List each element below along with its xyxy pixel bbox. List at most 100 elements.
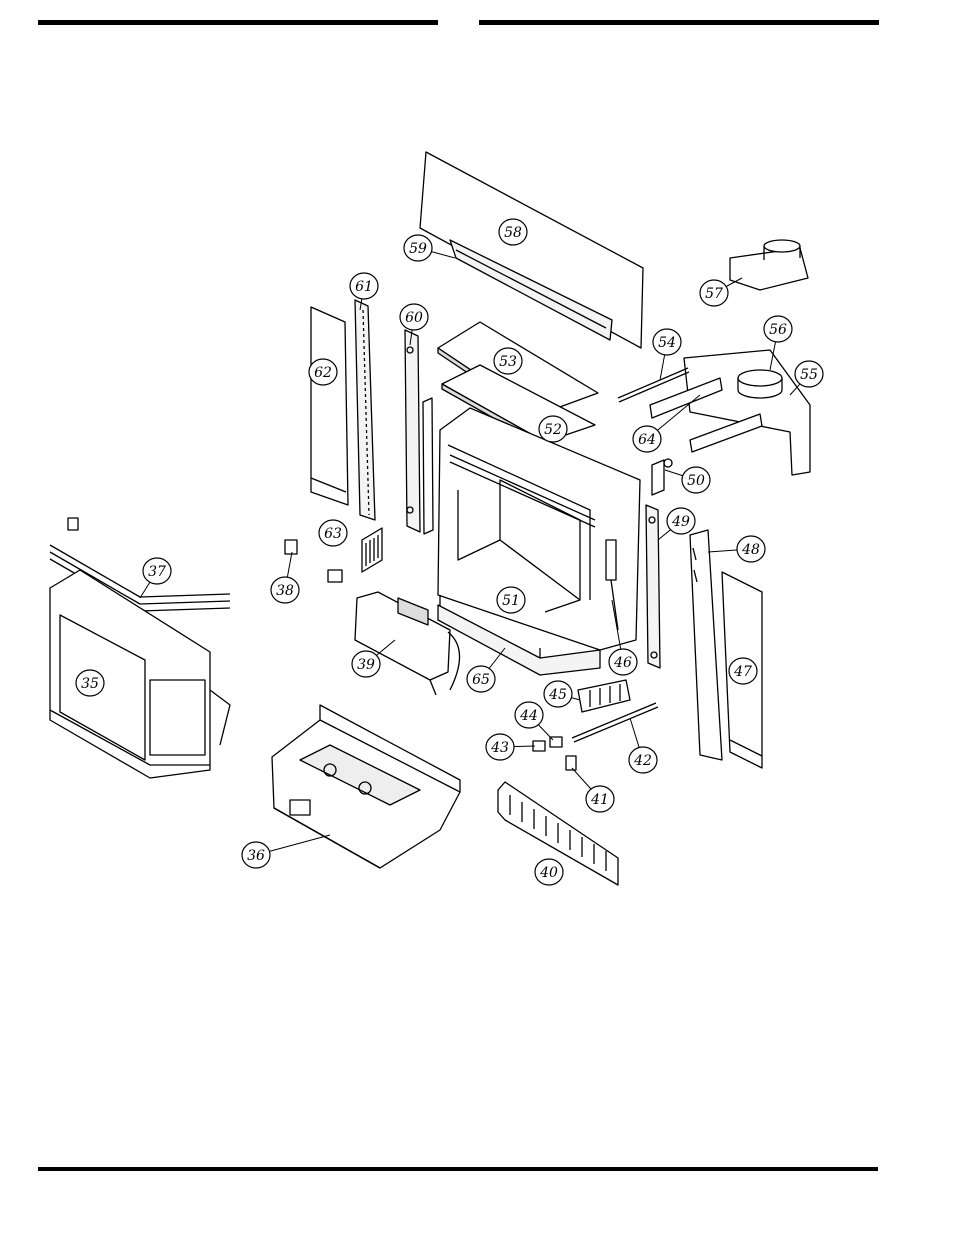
callout-circle	[534, 858, 564, 886]
callout-label: 56	[769, 322, 787, 338]
callout-label: 37	[148, 564, 166, 580]
part-50-clip	[651, 458, 673, 496]
part-35-front-surround	[49, 569, 231, 779]
part-49-bracket	[645, 504, 661, 669]
callout-65: 65	[466, 665, 496, 693]
callout-43: 43	[485, 733, 515, 761]
callout-circle	[628, 746, 658, 774]
callout-label: 35	[81, 676, 99, 692]
callout-label: 45	[548, 687, 567, 703]
part-39-blower	[354, 591, 461, 696]
callout-label: 44	[519, 708, 538, 724]
callout-42: 42	[628, 746, 658, 774]
callout-circle	[496, 586, 526, 614]
callout-circle	[351, 650, 381, 678]
callout-circle	[308, 358, 338, 386]
part-61-bracket	[354, 299, 376, 521]
callout-label: 58	[504, 225, 522, 241]
callout-circle	[493, 347, 523, 375]
part-45-louver	[577, 679, 631, 713]
callout-57: 57	[699, 279, 729, 307]
callout-circle	[270, 576, 300, 604]
callout-circle	[349, 272, 379, 300]
top-rule-left	[38, 20, 438, 25]
callout-label: 62	[314, 365, 332, 381]
callout-circle	[75, 669, 105, 697]
callout-label: 40	[539, 865, 558, 881]
callout-label: 52	[544, 422, 562, 438]
callout-label: 55	[800, 367, 818, 383]
callout-35: 35	[75, 669, 105, 697]
callout-64: 64	[632, 425, 662, 453]
callout-51: 51	[496, 586, 526, 614]
callout-circle	[794, 360, 824, 388]
callout-label: 38	[276, 583, 294, 599]
callout-circle	[585, 785, 615, 813]
callout-39: 39	[351, 650, 381, 678]
callout-circle	[318, 519, 348, 547]
callout-circle	[666, 507, 696, 535]
callout-38: 38	[270, 576, 300, 604]
callout-circle	[142, 557, 172, 585]
callout-label: 60	[405, 310, 423, 326]
part-65-trim	[437, 604, 601, 676]
part-38-clips	[284, 539, 343, 583]
callout-circle	[699, 279, 729, 307]
callout-circle	[543, 680, 573, 708]
callout-label: 57	[705, 286, 723, 302]
part-36-burner-tray	[271, 704, 461, 869]
callout-label: 61	[355, 279, 373, 295]
callout-circle	[241, 841, 271, 869]
top-rule-right	[479, 20, 879, 25]
callout-59: 59	[403, 234, 433, 262]
callout-circle	[466, 665, 496, 693]
callout-label: 41	[590, 792, 609, 808]
callout-circle	[608, 648, 638, 676]
callout-circle	[498, 218, 528, 246]
callout-41: 41	[585, 785, 615, 813]
callout-circle	[538, 415, 568, 443]
part-41-valve	[565, 755, 577, 771]
callout-circle	[681, 466, 711, 494]
callout-circle	[632, 425, 662, 453]
callout-label: 65	[472, 672, 490, 688]
callout-50: 50	[681, 466, 711, 494]
callout-48: 48	[736, 535, 766, 563]
callout-55: 55	[794, 360, 824, 388]
callout-circle	[403, 234, 433, 262]
bottom-rule	[38, 1167, 878, 1171]
callout-44: 44	[514, 701, 544, 729]
part-64-rails	[649, 377, 763, 453]
callout-label: 59	[409, 241, 427, 257]
part-57-collar	[729, 239, 809, 291]
callout-label: 48	[741, 542, 760, 558]
callout-52: 52	[538, 415, 568, 443]
part-60-bracket	[404, 329, 434, 535]
callout-37: 37	[142, 557, 172, 585]
callout-47: 47	[728, 657, 758, 685]
callout-60: 60	[399, 303, 429, 331]
callout-circle	[736, 535, 766, 563]
callout-label: 53	[499, 354, 517, 370]
callout-circle	[728, 657, 758, 685]
callout-label: 42	[633, 753, 652, 769]
callout-36: 36	[241, 841, 271, 869]
callout-circle	[514, 701, 544, 729]
callout-label: 54	[658, 335, 676, 351]
callout-circle	[652, 328, 682, 356]
callout-label: 46	[613, 655, 632, 671]
callout-label: 47	[733, 664, 752, 680]
part-59-top-trim	[449, 239, 613, 341]
callout-49: 49	[666, 507, 696, 535]
callout-61: 61	[349, 272, 379, 300]
callout-45: 45	[543, 680, 573, 708]
callout-58: 58	[498, 218, 528, 246]
callout-53: 53	[493, 347, 523, 375]
callout-label: 51	[502, 593, 520, 609]
callout-circle	[485, 733, 515, 761]
callout-label: 63	[324, 526, 342, 542]
callout-circle	[763, 315, 793, 343]
callout-label: 64	[638, 432, 656, 448]
callout-label: 49	[671, 514, 690, 530]
part-46-wire	[605, 539, 619, 631]
